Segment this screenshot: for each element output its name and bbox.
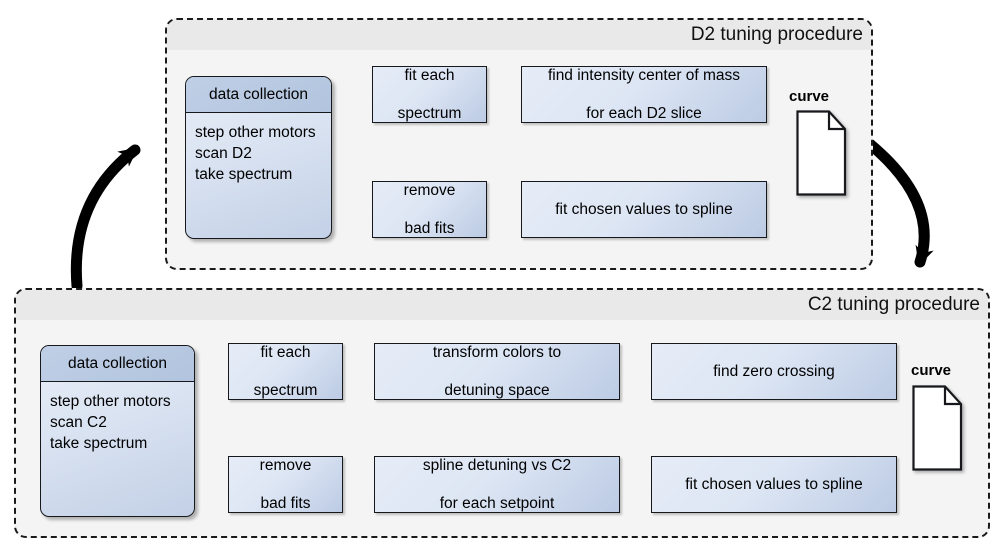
line-1: transform colors to [432, 344, 562, 361]
arrow-loop-d2-to-c2 [859, 134, 934, 268]
d2-dc-line-2: scan D2 [195, 145, 252, 162]
node-c2-spline-detuning[interactable]: spline detuning vs C2 for each setpoint [374, 456, 620, 513]
node-d2-remove-bad-fits[interactable]: remove bad fits [372, 181, 487, 238]
line-2: bad fits [260, 495, 311, 512]
node-d2-center-of-mass-label: find intensity center of mass for each D… [540, 66, 748, 123]
line-2: for each D2 slice [586, 105, 702, 122]
d2-curve-label: curve [789, 88, 830, 105]
c2-dc-line-1: step other motors [50, 393, 171, 410]
c2-data-collection-box[interactable]: data collection step other motors scan C… [40, 345, 195, 517]
line-1: remove [259, 457, 312, 474]
d2-data-collection-header: data collection [186, 77, 331, 113]
c2-curve-document-icon [912, 385, 963, 471]
line-1: fit each [260, 344, 311, 361]
line-1: remove [403, 182, 456, 199]
node-d2-fit-spline[interactable]: fit chosen values to spline [521, 181, 767, 238]
line-2: detuning space [444, 382, 550, 399]
node-c2-fit-each-spectrum-label: fit each spectrum [246, 343, 326, 400]
node-d2-fit-each-spectrum[interactable]: fit each spectrum [372, 66, 487, 123]
c2-dc-line-2: scan C2 [50, 414, 107, 431]
c2-data-collection-header: data collection [41, 346, 194, 382]
procedure-title-d2: D2 tuning procedure [690, 24, 863, 45]
node-c2-spline-detuning-label: spline detuning vs C2 for each setpoint [415, 456, 579, 513]
node-c2-fit-spline-label: fit chosen values to spline [685, 476, 863, 493]
d2-dc-line-3: take spectrum [195, 166, 293, 183]
line-1: fit each [404, 67, 455, 84]
node-d2-fit-each-spectrum-label: fit each spectrum [390, 66, 470, 123]
node-c2-remove-bad-fits[interactable]: remove bad fits [228, 456, 343, 513]
node-c2-find-zero-crossing[interactable]: find zero crossing [651, 343, 897, 400]
node-d2-remove-bad-fits-label: remove bad fits [396, 181, 464, 238]
line-2: spectrum [253, 382, 318, 399]
line-1: spline detuning vs C2 [422, 457, 572, 474]
c2-dc-line-3: take spectrum [50, 435, 148, 452]
d2-dc-line-1: step other motors [195, 124, 316, 141]
d2-data-collection-body: step other motors scan D2 take spectrum [186, 113, 331, 185]
procedure-header-d2 [167, 20, 871, 50]
d2-curve-document-icon [796, 110, 847, 196]
procedure-header-c2 [16, 290, 988, 320]
procedure-title-c2: C2 tuning procedure [807, 294, 980, 315]
d2-data-collection-box[interactable]: data collection step other motors scan D… [185, 76, 332, 239]
node-d2-center-of-mass[interactable]: find intensity center of mass for each D… [521, 66, 767, 123]
node-c2-find-zero-crossing-label: find zero crossing [713, 363, 835, 380]
line-2: spectrum [397, 105, 462, 122]
node-c2-fit-each-spectrum[interactable]: fit each spectrum [228, 343, 343, 400]
c2-curve-label: curve [911, 362, 952, 379]
arrow-loop-c2-to-d2 [70, 144, 141, 292]
line-2: bad fits [404, 220, 455, 237]
node-c2-transform-colors[interactable]: transform colors to detuning space [374, 343, 620, 400]
node-c2-remove-bad-fits-label: remove bad fits [252, 456, 320, 513]
line-1: find intensity center of mass [547, 67, 741, 84]
node-c2-fit-spline[interactable]: fit chosen values to spline [651, 456, 897, 513]
node-c2-transform-colors-label: transform colors to detuning space [425, 343, 569, 400]
c2-data-collection-body: step other motors scan C2 take spectrum [41, 382, 194, 454]
node-d2-fit-spline-label: fit chosen values to spline [555, 201, 733, 218]
line-2: for each setpoint [439, 495, 555, 512]
